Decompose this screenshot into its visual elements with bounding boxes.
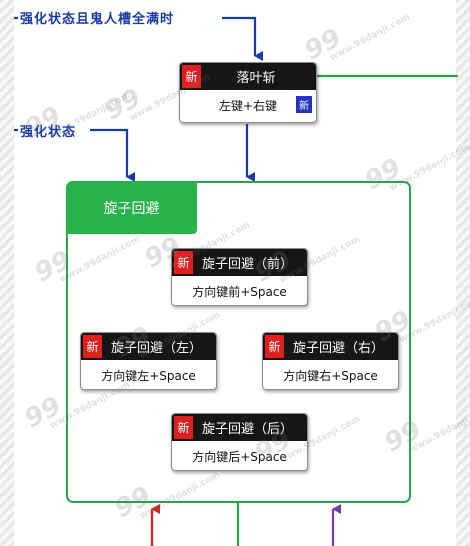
node-spin-left-input: 方向键左+Space	[101, 368, 196, 383]
node-spin-back: 新 旋子回避（后） 方向键后+Space	[171, 413, 308, 471]
node-spin-left-title: 旋子回避（左）	[110, 341, 202, 356]
arrow-top-condition	[14, 16, 255, 56]
node-spin-left: 新 旋子回避（左） 方向键左+Space	[80, 332, 217, 390]
new-badge-blue: 新	[296, 96, 312, 113]
left-frame-border	[0, 0, 14, 546]
new-badge: 新	[174, 416, 193, 439]
spin-dodge-group-label: 旋子回避	[66, 181, 197, 234]
top-condition-label: 强化状态且鬼人槽全满时	[20, 12, 175, 27]
node-leaf-slash-input-row: 左键+右键 新	[180, 90, 316, 120]
node-leaf-slash-header: 新 落叶斩	[180, 63, 316, 90]
mid-condition-label: 强化状态	[20, 125, 77, 140]
node-spin-front-input: 方向键前+Space	[192, 284, 287, 299]
node-spin-back-input: 方向键后+Space	[192, 449, 287, 464]
new-badge: 新	[265, 335, 284, 358]
node-spin-front: 新 旋子回避（前） 方向键前+Space	[171, 248, 308, 306]
node-leaf-slash-input: 左键+右键	[218, 98, 278, 113]
node-spin-front-title: 旋子回避（前）	[201, 257, 293, 272]
node-spin-right-input: 方向键右+Space	[283, 368, 378, 383]
node-leaf-slash-title: 落叶斩	[236, 71, 276, 86]
node-spin-back-title: 旋子回避（后）	[201, 422, 293, 437]
new-badge: 新	[174, 251, 193, 274]
node-spin-right: 新 旋子回避（右） 方向键右+Space	[262, 332, 399, 390]
new-badge: 新	[182, 65, 201, 88]
right-frame-border	[456, 0, 470, 546]
node-spin-right-title: 旋子回避（右）	[292, 341, 384, 356]
new-badge: 新	[83, 335, 102, 358]
node-leaf-slash: 新 落叶斩 左键+右键 新	[179, 62, 317, 123]
